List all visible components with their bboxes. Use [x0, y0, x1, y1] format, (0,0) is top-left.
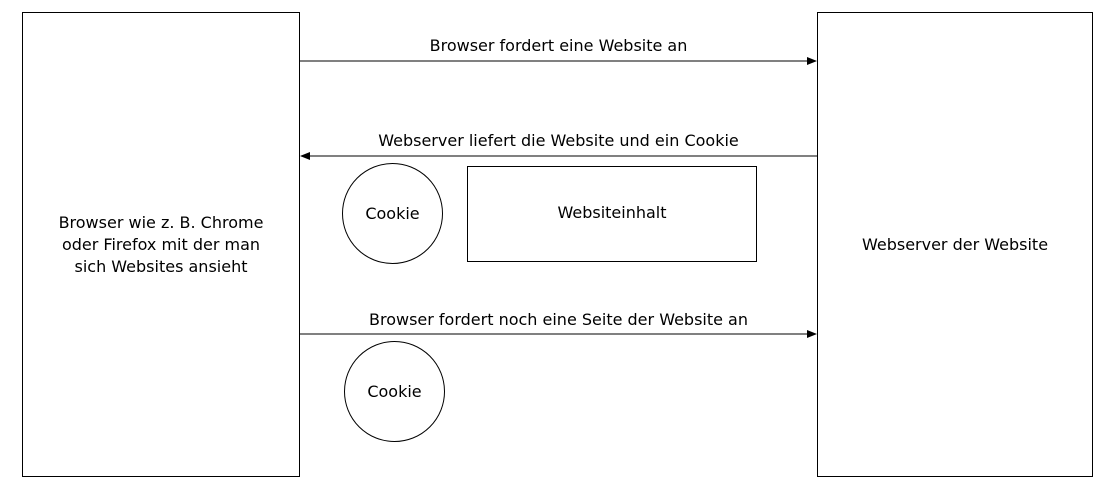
- cookie-circle-request: Cookie: [344, 341, 445, 442]
- browser-label-line-3: sich Websites ansieht: [74, 256, 248, 276]
- browser-label-line-2: oder Firefox mit der man: [61, 234, 261, 254]
- response-label: Webserver liefert die Website und ein Co…: [378, 131, 739, 150]
- cookie-circle-response: Cookie: [342, 163, 443, 264]
- website-content-box: Websiteinhalt: [467, 166, 757, 262]
- webserver-label: Webserver der Website: [861, 234, 1049, 254]
- website-content-label: Websiteinhalt: [557, 203, 667, 222]
- webserver-box: Webserver der Website: [817, 12, 1093, 477]
- cookie-label-response: Cookie: [365, 204, 420, 223]
- cookie-label-request: Cookie: [367, 382, 422, 401]
- browser-box: Browser wie z. B. Chrome oder Firefox mi…: [22, 12, 300, 477]
- browser-label-line-1: Browser wie z. B. Chrome: [58, 212, 264, 232]
- request-label-1: Browser fordert eine Website an: [429, 36, 688, 55]
- browser-label: Browser wie z. B. Chrome oder Firefox mi…: [51, 212, 272, 278]
- request-label-2: Browser fordert noch eine Seite der Webs…: [368, 310, 748, 329]
